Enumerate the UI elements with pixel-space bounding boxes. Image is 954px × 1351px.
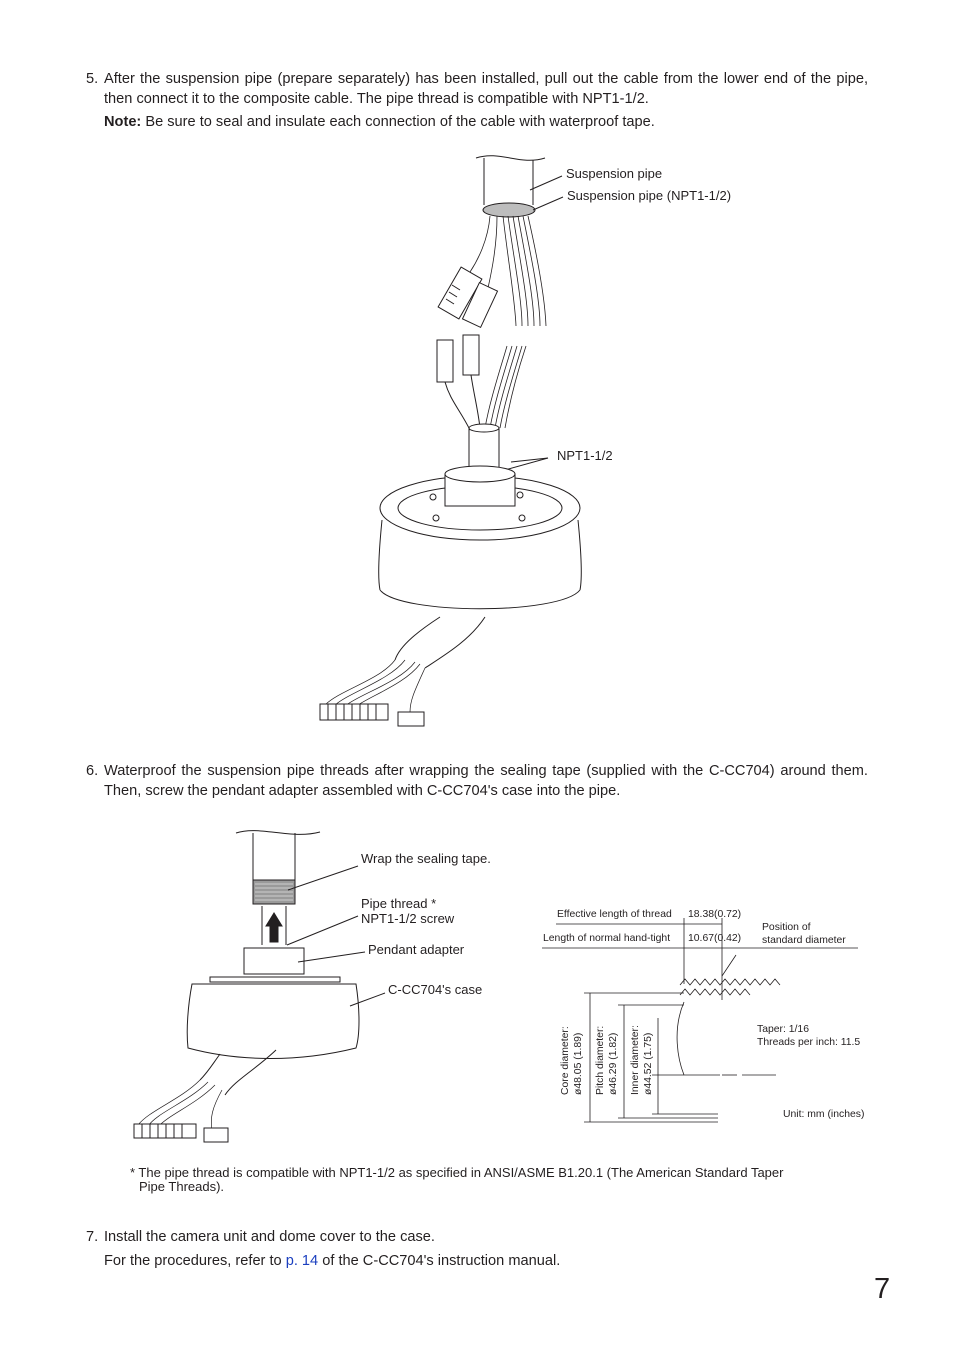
footnote-line2: Pipe Threads). <box>139 1179 225 1194</box>
inner-diameter-label: Inner diameter: <box>630 1025 641 1095</box>
thread-spec-drawing <box>542 918 858 1123</box>
step-6-number: 6. <box>86 763 99 779</box>
label-case: C-CC704's case <box>388 982 483 997</box>
step-7-reference: For the procedures, refer to p. 14 of th… <box>104 1251 560 1271</box>
upper-connectors <box>437 266 499 329</box>
std-diameter-line2: standard diameter <box>762 935 846 946</box>
core-diameter-value: ø48.05 (1.89) <box>573 1032 584 1095</box>
step-5: 5. After the suspension pipe (prepare se… <box>86 69 868 109</box>
lower-wires <box>484 345 527 429</box>
note-text: Be sure to seal and insulate each connec… <box>141 114 655 130</box>
label-pipe-thread: Pipe thread * <box>361 896 437 911</box>
hand-tight-value: 10.67(0.42) <box>688 933 742 944</box>
unit-text: Unit: mm (inches) <box>783 1109 865 1120</box>
step-5-text: After the suspension pipe (prepare separ… <box>104 71 868 107</box>
label-pendant-adapter: Pendant adapter <box>368 942 465 957</box>
pitch-diameter-label: Pitch diameter: <box>595 1025 606 1095</box>
bottom-cable <box>319 616 486 727</box>
effective-length-value: 18.38(0.72) <box>688 909 742 920</box>
hand-tight-label: Length of normal hand-tight <box>543 933 671 944</box>
upper-wires <box>469 215 547 327</box>
page-number: 7 <box>874 1273 891 1305</box>
case-drawing <box>378 465 582 610</box>
suspension-pipe-drawing <box>475 155 564 218</box>
adapter-cable <box>468 423 549 471</box>
taper-text: Taper: 1/16 <box>757 1024 809 1035</box>
label-suspension-pipe: Suspension pipe <box>566 166 663 181</box>
threads-per-inch-text: Threads per inch: 11.5 <box>757 1037 861 1048</box>
step-7-number: 7. <box>86 1229 99 1245</box>
step-7: 7. Install the camera unit and dome cove… <box>86 1227 868 1247</box>
label-npt-screw: NPT1-1/2 screw <box>361 911 455 926</box>
step-5-note: Note: Be sure to seal and insulate each … <box>104 112 655 132</box>
pitch-diameter-value: ø46.29 (1.82) <box>608 1032 619 1095</box>
step-6-text: Waterproof the suspension pipe threads a… <box>104 763 868 799</box>
footnote-line1: * The pipe thread is compatible with NPT… <box>130 1165 784 1180</box>
footnote: * The pipe thread is compatible with NPT… <box>130 1166 868 1194</box>
label-suspension-pipe-npt: Suspension pipe (NPT1-1/2) <box>567 188 732 203</box>
page-14-link[interactable]: p. 14 <box>285 1253 319 1269</box>
effective-length-label: Effective length of thread <box>557 909 672 920</box>
inner-diameter-value: ø44.52 (1.75) <box>643 1032 654 1095</box>
pipe-adapter-drawing <box>133 830 386 1143</box>
reference-pre: For the procedures, refer to <box>104 1253 286 1269</box>
label-npt: NPT1-1/2 <box>557 448 613 463</box>
label-wrap-sealing-tape: Wrap the sealing tape. <box>361 851 491 866</box>
step-7-text: Install the camera unit and dome cover t… <box>104 1229 435 1245</box>
step-5-number: 5. <box>86 71 99 87</box>
step-6: 6. Waterproof the suspension pipe thread… <box>86 761 868 801</box>
std-diameter-line1: Position of <box>762 922 811 933</box>
note-label: Note: <box>104 114 142 130</box>
lower-connectors <box>436 334 481 431</box>
core-diameter-label: Core diameter: <box>560 1026 571 1095</box>
reference-post: of the C-CC704's instruction manual. <box>318 1253 561 1269</box>
